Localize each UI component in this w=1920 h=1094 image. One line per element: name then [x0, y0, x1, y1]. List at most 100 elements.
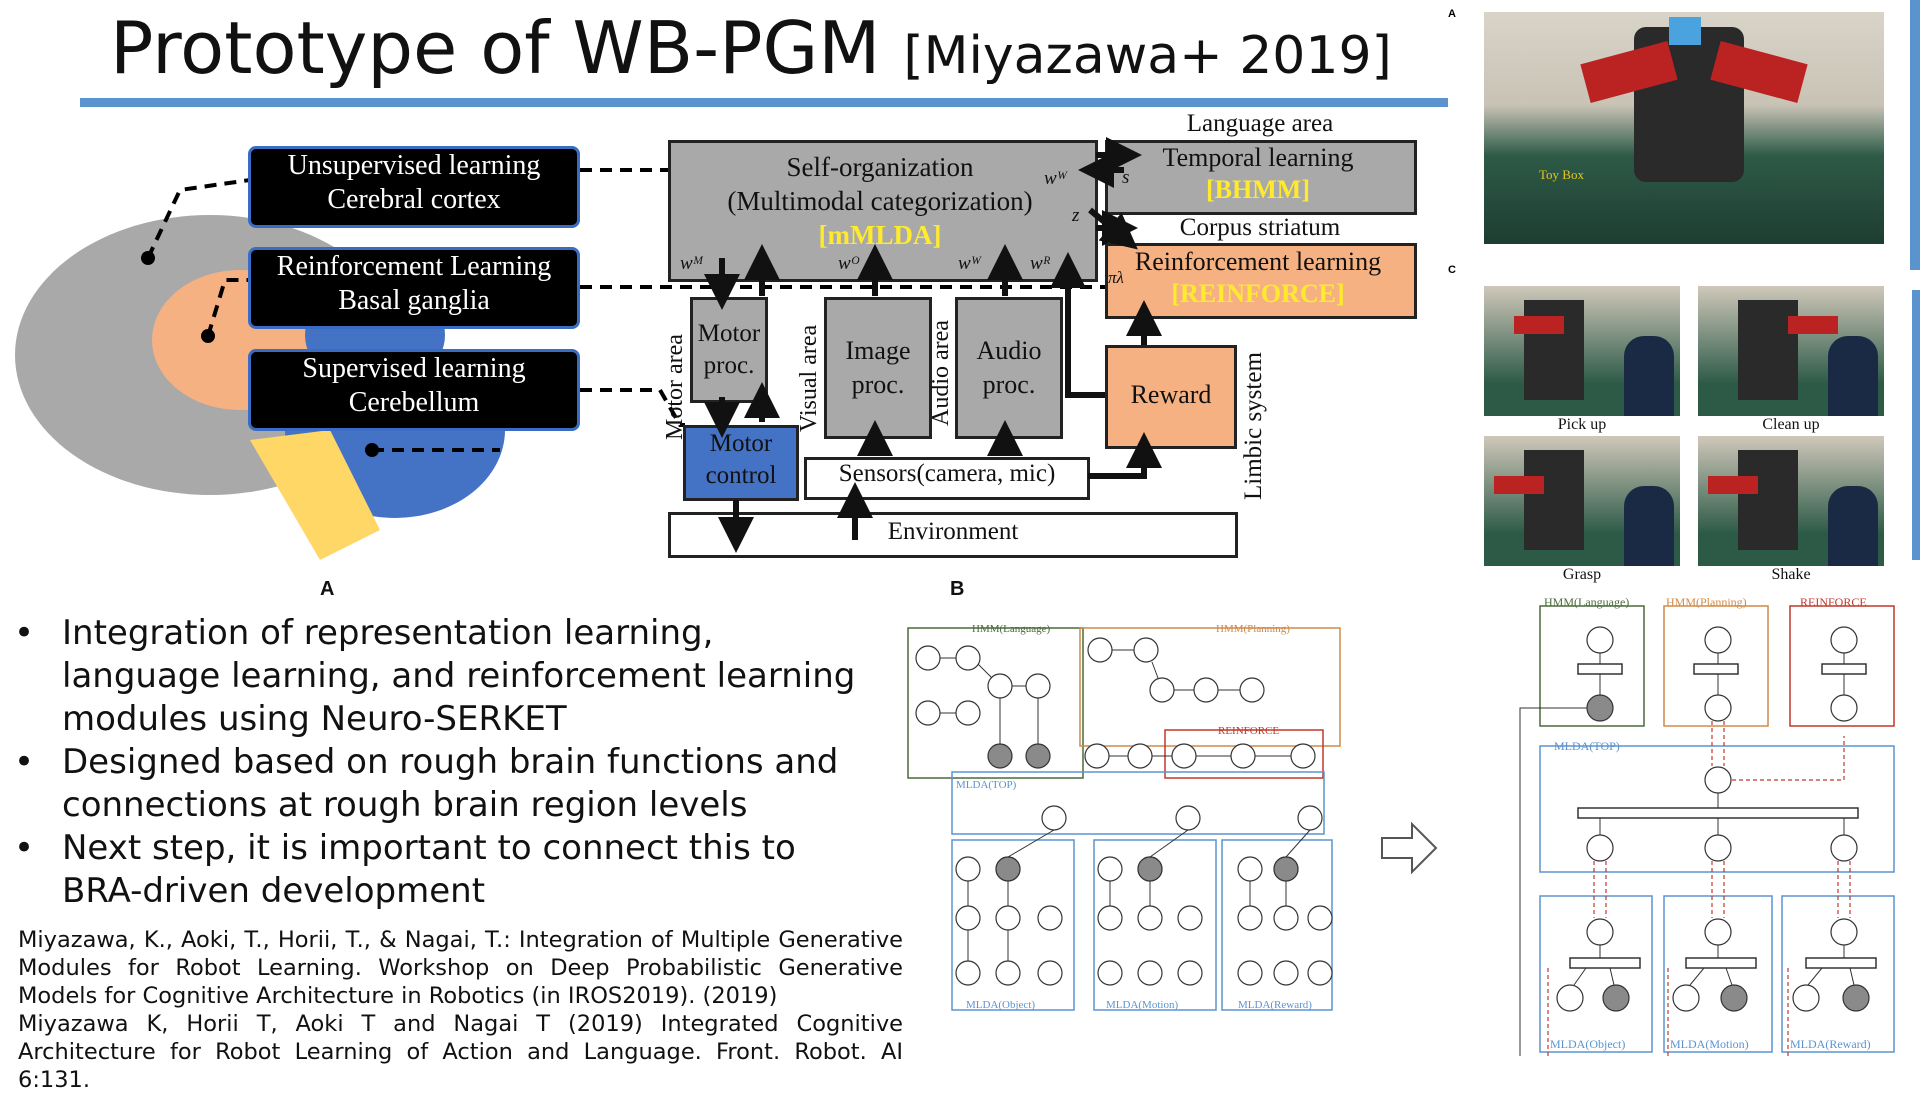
environment-box	[668, 512, 1238, 558]
gr-mlda-top: MLDA(TOP)	[1554, 739, 1620, 753]
photo-label-c: C	[1448, 264, 1456, 276]
bullet-text-1: Integration of representation learning, …	[62, 613, 856, 739]
box1-line1: Unsupervised learning	[287, 150, 541, 181]
panel-a-label: A	[320, 578, 335, 600]
robot-arm-small	[1708, 476, 1758, 494]
bullet-dot: •	[14, 613, 35, 653]
reference-1: Miyazawa, K., Aoki, T., Horii, T., & Nag…	[18, 927, 903, 1009]
toy-box-label: Toy Box	[1539, 167, 1584, 182]
gl-reinforce: REINFORCE	[1218, 725, 1279, 737]
bullet-dot: •	[14, 828, 35, 868]
bullet-dot: •	[14, 742, 35, 782]
robot-small	[1524, 300, 1584, 400]
self-org-line1: Self-organization	[786, 152, 974, 182]
panel-b-label: B	[950, 578, 965, 600]
motor-proc-line2: proc.	[703, 352, 755, 379]
reinforcement-learning-box: Reinforcement Learning Basal ganglia	[248, 247, 580, 329]
caption-grasp: Grasp	[1562, 566, 1602, 583]
robot-small	[1738, 450, 1798, 550]
box2-line2: Basal ganglia	[338, 285, 490, 316]
symbol-ww: wᵂ	[958, 253, 982, 274]
box3-line2: Cerebellum	[348, 387, 480, 418]
self-organization-text: Self-organization (Multimodal categoriza…	[668, 150, 1092, 252]
supervised-learning-box: Supervised learning Cerebellum	[248, 349, 580, 431]
reward-label: Reward	[1130, 380, 1212, 409]
audio-proc-box	[955, 297, 1063, 439]
bhmm-label: [BHMM]	[1206, 175, 1310, 204]
title-citation: [Miyazawa+ 2019]	[903, 26, 1392, 86]
reference-2: Miyazawa K, Horii T, Aoki T and Nagai T …	[18, 1011, 903, 1093]
transform-arrow-icon	[1381, 821, 1438, 875]
person-small	[1624, 336, 1674, 416]
photo-grasp	[1484, 436, 1680, 566]
motor-proc-text: Motor proc.	[690, 318, 768, 382]
photo-clean-up	[1698, 286, 1884, 416]
symbol-s: s	[1122, 167, 1130, 188]
title-divider	[80, 98, 1470, 107]
caption-pick-up: Pick up	[1557, 416, 1607, 433]
reinforce-label: [REINFORCE]	[1171, 279, 1345, 308]
symbol-wm: wᴹ	[680, 253, 704, 274]
image-proc-line2: proc.	[851, 370, 905, 399]
robot-photo-main: Toy Box	[1484, 12, 1884, 244]
robot-arm-small	[1788, 316, 1838, 334]
photo-shake	[1698, 436, 1884, 566]
sensors-label: Sensors(camera, mic)	[838, 460, 1056, 487]
audio-proc-line2: proc.	[982, 370, 1036, 399]
caption-clean-up: Clean up	[1762, 416, 1820, 433]
reward-box	[1105, 345, 1237, 449]
corpus-striatum-label: Corpus striatum	[1179, 214, 1341, 241]
reinforcement-module-text: Reinforcement learning [REINFORCE]	[1105, 246, 1411, 310]
motor-proc-line1: Motor	[697, 320, 761, 347]
gr-mlda-object: MLDA(Object)	[1550, 1037, 1625, 1051]
gr-mlda-reward: MLDA(Reward)	[1790, 1037, 1871, 1051]
image-proc-line1: Image	[845, 336, 911, 365]
gl-mlda-object: MLDA(Object)	[966, 999, 1035, 1011]
self-org-line2: (Multimodal categorization)	[727, 186, 1033, 216]
bullet-text-2: Designed based on rough brain functions …	[62, 742, 839, 825]
box1-line2: Cerebral cortex	[327, 184, 501, 215]
graphical-model-right: HMM(Language) HMM(Planning) REINFORCE ML…	[1519, 596, 1895, 1056]
gr-hmm-language: HMM(Language)	[1544, 596, 1629, 609]
slide-title: Prototype of WB-PGM [Miyazawa+ 2019]	[110, 6, 1392, 90]
symbol-wr: wᴿ	[1030, 253, 1051, 274]
bullet-text-3: Next step, it is important to connect th…	[62, 828, 796, 911]
gr-reinforce: REINFORCE	[1800, 596, 1867, 609]
unsupervised-learning-box: Unsupervised learning Cerebral cortex	[248, 146, 580, 228]
robot-photo-panel: A Toy Box C Pick up Clean up Grasp Shake	[1448, 8, 1893, 583]
image-proc-text: Image proc.	[824, 334, 932, 402]
person-small	[1624, 486, 1674, 566]
person-small	[1828, 486, 1878, 566]
temporal-learning-box	[1105, 140, 1417, 215]
symbol-ww-top: wᵂ	[1044, 168, 1068, 189]
box3-line1: Supervised learning	[302, 353, 526, 384]
temporal-line1: Temporal learning	[1162, 143, 1354, 172]
audio-proc-text: Audio proc.	[955, 334, 1063, 402]
audio-proc-line1: Audio	[976, 336, 1042, 365]
bullet-item: • Next step, it is important to connect t…	[12, 827, 872, 913]
robot-small	[1524, 450, 1584, 550]
motor-control-box	[683, 425, 799, 501]
photo-label-a: A	[1448, 8, 1456, 20]
environment-label: Environment	[887, 518, 1019, 545]
gl-mlda-motion: MLDA(Motion)	[1106, 999, 1178, 1011]
reinforcement-line1: Reinforcement learning	[1134, 247, 1382, 276]
symbol-wo: wᴼ	[838, 253, 860, 274]
caption-shake: Shake	[1771, 566, 1811, 583]
robot-arm-small	[1514, 316, 1564, 334]
references: Miyazawa, K., Aoki, T., Horii, T., & Nag…	[18, 926, 903, 1094]
gr-mlda-motion: MLDA(Motion)	[1670, 1037, 1749, 1051]
title-main: Prototype of WB-PGM	[110, 6, 881, 90]
gl-hmm-language: HMM(Language)	[972, 623, 1051, 635]
bullet-item: • Designed based on rough brain functions…	[12, 741, 872, 827]
language-area-label: Language area	[1186, 110, 1334, 137]
symbol-z: z	[1072, 205, 1080, 226]
box2-line1: Reinforcement Learning	[276, 251, 552, 282]
robot-small	[1738, 300, 1798, 400]
photo-pick-up	[1484, 286, 1680, 416]
graphical-model-left: HMM(Language) HMM(Planning) REINFORCE ML…	[907, 623, 1341, 1011]
robot-arm-small	[1494, 476, 1544, 494]
gr-hmm-planning: HMM(Planning)	[1666, 596, 1747, 609]
motor-control-line2: control	[705, 462, 777, 489]
